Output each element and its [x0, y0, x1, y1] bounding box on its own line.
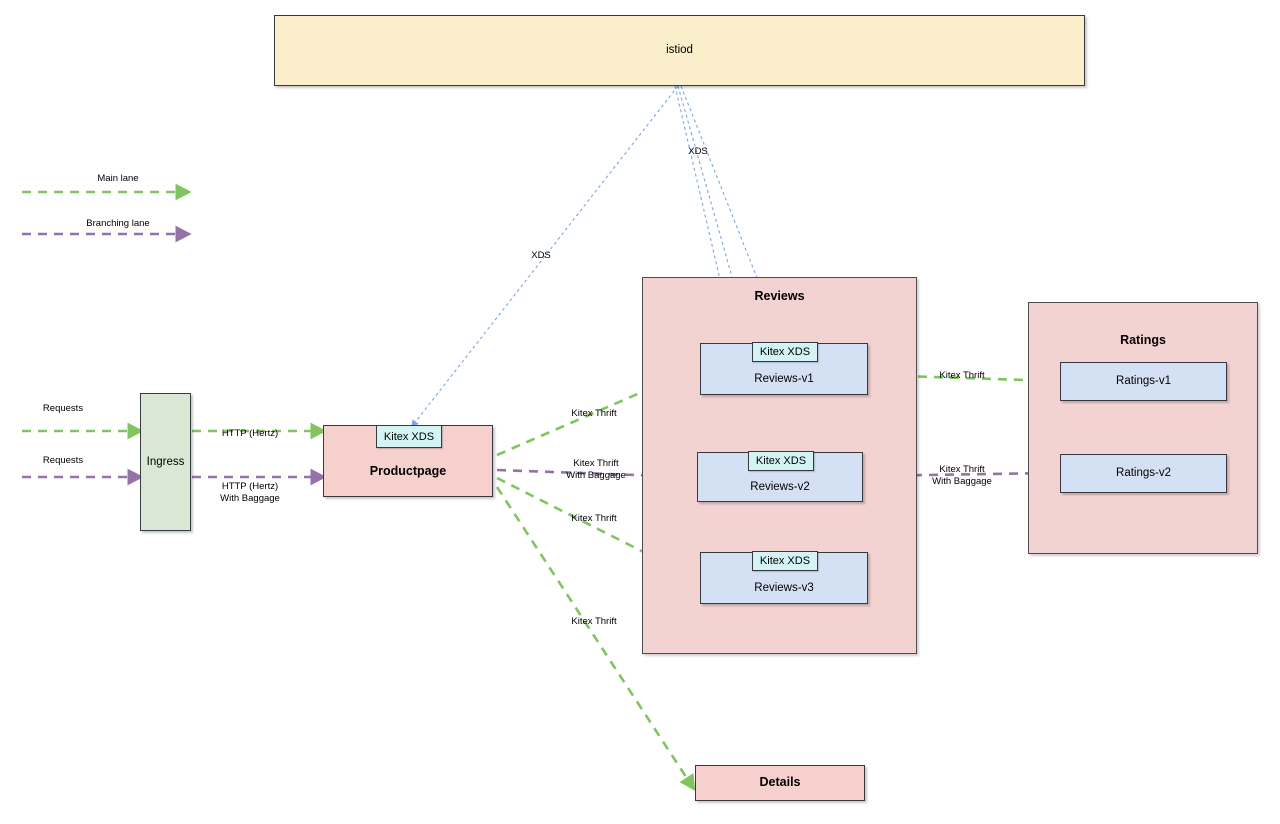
reviews-v3-kitex-xds-label: Kitex XDS: [759, 555, 811, 567]
productpage-kitex-xds-chip[interactable]: Kitex XDS: [376, 425, 442, 448]
reviews-v1-kitex-xds-chip[interactable]: Kitex XDS: [752, 342, 818, 362]
cluster-ratings[interactable]: Ratings: [1028, 302, 1258, 554]
edge-label-requests-branching: Requests: [42, 455, 84, 466]
edge-label-http-hertz-baggage: HTTP (Hertz) With Baggage: [220, 481, 280, 505]
node-reviews-v3[interactable]: Reviews-v3 Kitex XDS: [700, 551, 868, 604]
node-details[interactable]: Details: [695, 765, 865, 801]
node-details-label: Details: [759, 775, 801, 790]
node-reviews-v2[interactable]: Reviews-v2 Kitex XDS: [697, 451, 863, 502]
legend-label-branching-lane: Branching lane: [86, 218, 150, 229]
node-productpage-label: Productpage: [369, 464, 447, 479]
reviews-v2-kitex-xds-label: Kitex XDS: [755, 455, 807, 467]
cluster-ratings-title: Ratings: [1120, 333, 1166, 347]
edge-label-xds-left: XDS: [531, 250, 551, 261]
reviews-v1-kitex-xds-label: Kitex XDS: [759, 346, 811, 358]
reviews-v2-kitex-xds-chip[interactable]: Kitex XDS: [748, 451, 814, 471]
node-ratings-v2[interactable]: Ratings-v2: [1060, 454, 1227, 493]
node-reviews-v1[interactable]: Reviews-v1 Kitex XDS: [700, 342, 868, 395]
node-reviews-v2-label: Reviews-v2: [750, 480, 810, 493]
node-ratings-v1-label: Ratings-v1: [1116, 375, 1171, 388]
reviews-v3-kitex-xds-chip[interactable]: Kitex XDS: [752, 551, 818, 571]
edge-label-productpage-reviews-v2: Kitex Thrift With Baggage: [566, 458, 626, 482]
cluster-reviews-title: Reviews: [754, 289, 805, 303]
node-istiod-label: istiod: [666, 44, 693, 57]
edge-label-productpage-details: Kitex Thrift: [571, 616, 617, 627]
edge-label-requests-main: Requests: [42, 403, 84, 414]
edge-label-productpage-reviews-v3: Kitex Thrift: [571, 513, 617, 524]
legend-label-main-lane: Main lane: [97, 173, 139, 184]
edge-label-reviews-v1-ratings-v1: Kitex Thrift: [939, 370, 985, 381]
node-ingress[interactable]: Ingress: [140, 393, 191, 531]
productpage-kitex-xds-label: Kitex XDS: [383, 430, 435, 443]
node-ratings-v2-label: Ratings-v2: [1116, 467, 1171, 480]
node-reviews-v3-label: Reviews-v3: [754, 581, 814, 594]
node-ratings-v1[interactable]: Ratings-v1: [1060, 362, 1227, 401]
node-reviews-v1-label: Reviews-v1: [754, 372, 814, 385]
edge-label-xds-right: XDS: [688, 146, 708, 157]
node-ingress-label: Ingress: [146, 455, 185, 468]
node-productpage[interactable]: Productpage Kitex XDS: [323, 425, 493, 497]
edge-label-http-hertz: HTTP (Hertz): [221, 428, 279, 439]
edge-label-productpage-reviews-v1: Kitex Thrift: [571, 408, 617, 419]
node-istiod[interactable]: istiod: [274, 15, 1085, 86]
edge-label-reviews-v2-ratings-v2: Kitex Thrift With Baggage: [932, 464, 992, 488]
